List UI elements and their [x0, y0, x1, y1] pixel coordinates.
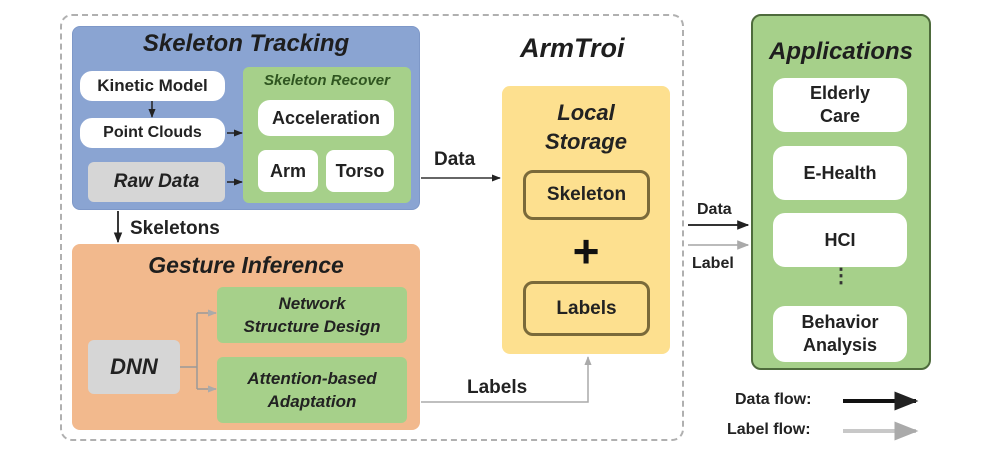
legend-label-flow-label: Label flow:: [727, 421, 811, 438]
kinetic-model-node: Kinetic Model: [80, 71, 225, 101]
attention-line1: Attention-based: [247, 369, 377, 388]
app-label-edge-label: Label: [692, 255, 734, 272]
gesture-inference-title: Gesture Inference: [148, 252, 344, 278]
app-line2: Analysis: [802, 335, 878, 355]
ellipsis-icon: ⋮: [831, 265, 851, 287]
data-edge-label: Data: [434, 149, 476, 170]
network-line1: Network: [278, 294, 346, 313]
plus-icon: +: [572, 225, 600, 277]
app-line2: Care: [819, 106, 861, 126]
acceleration-node: Acceleration: [258, 100, 394, 136]
app-e-health: E-Health: [773, 146, 907, 200]
attention-line2: Adaptation: [267, 392, 357, 411]
arm-node: Arm: [258, 150, 318, 192]
skeletons-edge-label: Skeletons: [130, 218, 220, 239]
storage-title-line1: Local: [557, 100, 615, 125]
skeleton-storage-node: Skeleton: [523, 170, 650, 220]
labels-edge-label: Labels: [467, 377, 528, 398]
dnn-node: DNN: [88, 340, 180, 394]
app-elderly-care: Elderly Care: [773, 78, 907, 132]
torso-node: Torso: [326, 150, 394, 192]
applications-title: Applications: [768, 38, 913, 65]
labels-storage-node: Labels: [523, 281, 650, 336]
armtroi-system-boundary: [60, 14, 684, 441]
skeleton-tracking-title: Skeleton Tracking: [142, 30, 350, 57]
storage-title-line2: Storage: [545, 129, 627, 154]
raw-data-node: Raw Data: [88, 162, 225, 202]
skeleton-recover-title: Skeleton Recover: [264, 72, 390, 89]
app-data-edge-label: Data: [697, 201, 732, 218]
app-line1: Elderly: [809, 83, 871, 103]
network-line2: Structure Design: [243, 317, 381, 336]
attention-adaptation-node: Attention-based Adaptation: [217, 357, 407, 423]
system-title: ArmTroi: [520, 33, 625, 63]
app-behavior-analysis: Behavior Analysis: [773, 306, 907, 362]
app-line1: Behavior: [801, 312, 879, 332]
app-hci: HCI: [773, 213, 907, 267]
network-structure-design-node: Network Structure Design: [217, 287, 407, 343]
point-clouds-node: Point Clouds: [80, 118, 225, 148]
legend-data-flow-label: Data flow:: [735, 391, 812, 408]
local-storage-title: Local Storage: [502, 98, 670, 156]
